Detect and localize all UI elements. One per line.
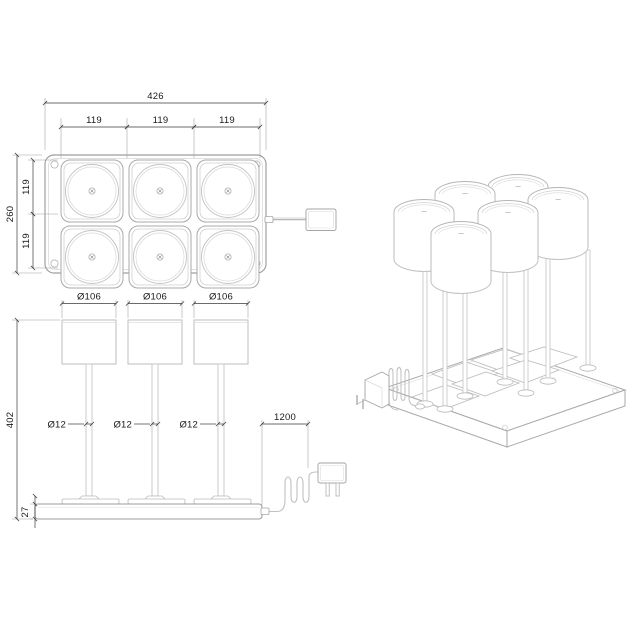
dim-label-pitch-x-b: 119 <box>153 115 169 126</box>
dim-label-pitch-x-c: 119 <box>219 115 235 126</box>
front-charging-pad-2 <box>127 498 186 505</box>
plug-prong-left <box>325 482 330 497</box>
dim-base-height-27: 27 <box>20 493 60 528</box>
dim-cable-length-1200: 1200 <box>259 412 311 505</box>
dim-pole-diameters: Ø12 Ø12 Ø12 <box>47 420 227 431</box>
lamp-shade-1 <box>61 319 117 365</box>
lamp-pole-1 <box>85 363 93 497</box>
front-base-body <box>34 503 263 520</box>
top-view-power-lead <box>264 208 337 231</box>
dim-label-27: 27 <box>20 507 31 518</box>
dim-label-shade-a: Ø106 <box>77 292 101 303</box>
dim-label-pitch-y-a: 119 <box>21 179 32 195</box>
iso-cable-and-adapter <box>356 367 425 411</box>
iso-lamp-poles <box>416 225 597 413</box>
charging-pad-r2c2[interactable] <box>128 225 192 289</box>
dim-label-shade-b: Ø106 <box>143 292 167 303</box>
dim-overall-depth-260: 260 <box>5 152 42 276</box>
charging-pad-r2c1[interactable] <box>60 225 124 289</box>
dim-label-260: 260 <box>5 206 16 222</box>
dim-shade-diameters: Ø106 Ø106 Ø106 <box>59 292 251 318</box>
lamp-pole-3 <box>217 363 225 497</box>
lamp-shade-2 <box>127 319 183 365</box>
front-charging-pad-1 <box>61 498 120 505</box>
front-view-cable-and-adapter <box>260 462 347 515</box>
dim-label-pole-a: Ø12 <box>47 420 66 431</box>
dim-label-pitch-x-a: 119 <box>86 115 102 126</box>
charging-pad-r1c3[interactable] <box>196 159 260 223</box>
front-view-base <box>34 498 263 520</box>
mounting-hole-tl <box>50 160 59 169</box>
power-adapter-top-view <box>305 208 337 231</box>
dc-plug-icon <box>260 507 270 515</box>
front-view-group: Ø106 Ø106 Ø106 Ø12 Ø12 Ø12 402 <box>5 292 347 528</box>
iso-dc-jack-icon <box>415 403 425 410</box>
charging-pad-r1c1[interactable] <box>60 159 124 223</box>
coiled-cable-icon <box>284 476 310 503</box>
iso-coiled-cable-icon <box>388 367 419 411</box>
iso-pole-f3 <box>579 249 597 372</box>
dc-connector-icon <box>264 216 274 223</box>
iso-pole-f1 <box>436 267 454 413</box>
front-charging-pad-3 <box>193 498 252 505</box>
dim-label-426: 426 <box>147 91 163 102</box>
isometric-view-group <box>356 174 627 448</box>
iso-base-side-face <box>506 389 626 448</box>
dim-label-1200: 1200 <box>274 412 296 423</box>
charging-pad-r2c3[interactable] <box>196 225 260 289</box>
dim-overall-width-426: 426 <box>42 91 269 150</box>
iso-lamp-shade-front-center <box>430 221 492 294</box>
dim-label-pole-b: Ø12 <box>113 420 132 431</box>
lamp-shade-3 <box>193 319 249 365</box>
dim-pitch-x-group: 119 119 119 <box>58 115 263 158</box>
dim-pitch-y-group: 119 119 <box>21 157 58 271</box>
dim-label-pole-c: Ø12 <box>179 420 198 431</box>
plug-prong-right <box>335 482 340 497</box>
top-view-group: 426 119 119 119 260 <box>5 91 337 289</box>
power-adapter-front-view <box>317 462 347 484</box>
dim-label-shade-c: Ø106 <box>209 292 233 303</box>
mounting-hole-bl <box>50 259 59 268</box>
charging-pad-r1c2[interactable] <box>128 159 192 223</box>
dim-overall-height-402: 402 <box>5 317 60 522</box>
iso-charging-pad-f2[interactable] <box>450 371 521 397</box>
lamp-pole-2 <box>151 363 159 497</box>
dim-label-pitch-y-b: 119 <box>21 233 32 249</box>
dim-label-402: 402 <box>5 412 16 428</box>
